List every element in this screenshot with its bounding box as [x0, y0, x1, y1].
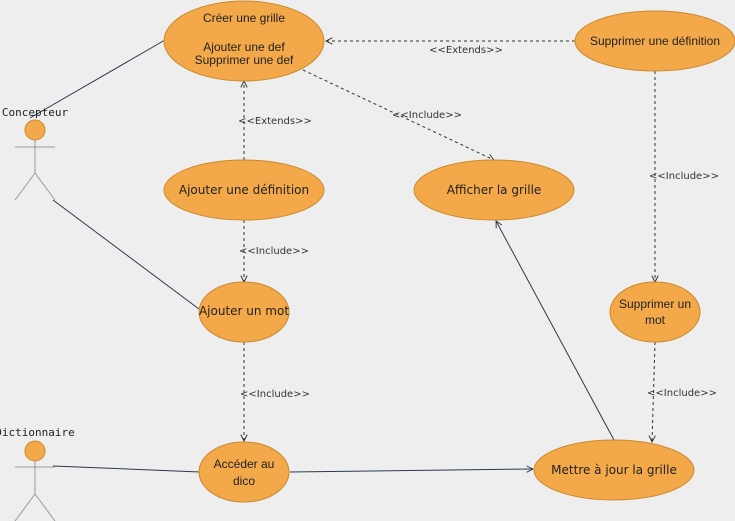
- actor-concepteur-head: [24, 119, 46, 141]
- use-case-mettre-a-jour-label: Mettre à jour la grille: [551, 463, 677, 477]
- use-case-supprimer-mot-line-1: Supprimer un: [619, 297, 691, 311]
- association-concepteur-ajouter-mot: [52, 199, 204, 313]
- arrow-acceder-dico-mettre-a-jour: [289, 469, 533, 472]
- use-case-supprimer-mot[interactable]: Supprimer un mot: [609, 281, 701, 343]
- use-case-mettre-a-jour[interactable]: Mettre à jour la grille: [533, 439, 695, 501]
- use-case-afficher-grille[interactable]: Afficher la grille: [413, 159, 575, 221]
- use-case-ajouter-definition[interactable]: Ajouter une définition: [163, 159, 325, 221]
- arrow-include-mettre-a-jour: [652, 341, 655, 442]
- use-case-creer-grille[interactable]: Créer une grille Ajouter une def Supprim…: [163, 0, 325, 82]
- use-case-creer-grille-line-1: Créer une grille: [203, 11, 285, 25]
- label-include-acceder-dico: <<Include>>: [240, 389, 310, 400]
- association-concepteur-creer-grille: [29, 39, 166, 119]
- association-dictionnaire-acceder-dico: [52, 465, 201, 473]
- actor-dictionnaire[interactable]: Dictionnaire: [0, 426, 75, 521]
- use-case-creer-grille-line-3: Ajouter une def: [203, 40, 285, 54]
- label-include-mettre-a-jour: <<Include>>: [647, 388, 717, 399]
- use-case-supprimer-definition[interactable]: Supprimer une définition: [574, 10, 735, 72]
- use-case-afficher-grille-label: Afficher la grille: [447, 183, 542, 197]
- arrow-mettre-a-jour-afficher-grille: [496, 221, 615, 441]
- label-extends-ajouter-def: <<Extends>>: [238, 116, 312, 127]
- use-case-ajouter-mot[interactable]: Ajouter un mot: [198, 281, 290, 343]
- actor-dictionnaire-head: [24, 440, 46, 462]
- use-case-acceder-dico-line-1: Accéder au: [214, 457, 275, 471]
- actor-concepteur[interactable]: Concepteur: [2, 106, 69, 201]
- use-case-ajouter-mot-label: Ajouter un mot: [199, 304, 289, 318]
- use-case-supprimer-mot-line-2: mot: [645, 313, 666, 327]
- use-case-ajouter-definition-label: Ajouter une définition: [179, 183, 309, 197]
- label-include-supprimer-mot: <<Include>>: [649, 171, 719, 182]
- use-case-acceder-dico[interactable]: Accéder au dico: [198, 441, 290, 503]
- arrow-include-afficher: [302, 69, 494, 160]
- use-case-acceder-dico-line-2: dico: [233, 474, 255, 488]
- label-include-afficher: <<Include>>: [392, 110, 462, 121]
- actor-dictionnaire-label: Dictionnaire: [0, 426, 75, 439]
- actor-concepteur-label: Concepteur: [2, 106, 69, 119]
- use-case-creer-grille-line-4: Supprimer une def: [195, 53, 294, 67]
- label-extends-supprimer-def: <<Extends>>: [429, 45, 503, 56]
- label-include-ajouter-mot: <<Include>>: [239, 246, 309, 257]
- use-case-supprimer-definition-label: Supprimer une définition: [590, 34, 720, 48]
